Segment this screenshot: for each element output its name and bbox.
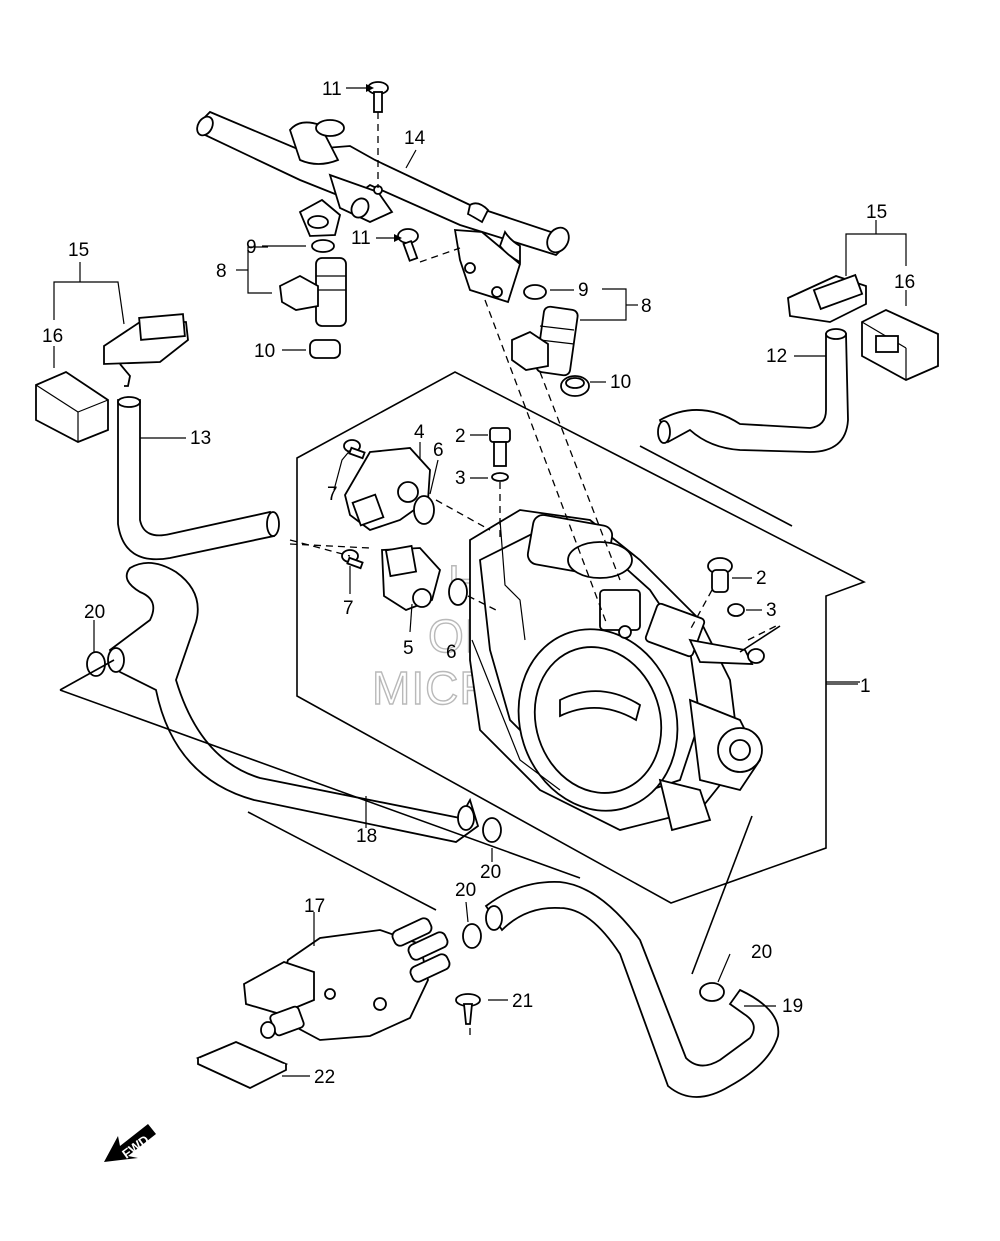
fuel-rail xyxy=(196,110,570,304)
callout-8-right: 8 xyxy=(641,296,652,317)
callout-2-lower: 2 xyxy=(756,568,767,589)
callout-18: 18 xyxy=(356,826,377,847)
callout-16-right: 16 xyxy=(894,272,915,293)
callout-labels: 1 2 2 3 3 4 5 6 6 7 7 8 8 9 9 10 10 11 1… xyxy=(42,79,915,1088)
hose-13 xyxy=(117,396,280,561)
throttle-position-sensor xyxy=(344,447,431,532)
callout-15-left: 15 xyxy=(68,240,89,261)
callout-2-upper: 2 xyxy=(455,426,466,447)
hose-18 xyxy=(107,562,480,843)
screw-21 xyxy=(455,993,481,1025)
hose-19 xyxy=(484,880,780,1098)
callout-15-right: 15 xyxy=(866,202,887,223)
forward-direction-arrow: FWD xyxy=(104,1124,156,1162)
callout-17: 17 xyxy=(304,896,325,917)
callout-14: 14 xyxy=(404,128,426,149)
callout-22: 22 xyxy=(314,1067,335,1088)
callout-3-lower: 3 xyxy=(766,600,777,621)
callout-9-left: 9 xyxy=(246,237,257,258)
callout-20-lower: 20 xyxy=(455,880,476,901)
callout-13: 13 xyxy=(190,428,211,449)
o-rings xyxy=(311,239,547,300)
label-sticker xyxy=(195,1041,289,1089)
callout-20-middle: 20 xyxy=(480,862,501,883)
leader-lines xyxy=(53,84,907,1077)
callout-6-upper: 6 xyxy=(433,440,444,461)
sensor-o-rings xyxy=(413,495,468,606)
screw-11-mid xyxy=(397,228,419,262)
callout-16-left: 16 xyxy=(42,326,63,347)
callout-6-lower: 6 xyxy=(446,642,457,663)
callout-7-upper: 7 xyxy=(327,484,338,505)
cap-left xyxy=(35,370,109,443)
coupler-right xyxy=(787,273,867,323)
fast-idle-valve xyxy=(243,917,451,1041)
callout-5: 5 xyxy=(403,638,414,659)
callout-11-top: 11 xyxy=(322,79,342,100)
callout-4: 4 xyxy=(414,422,425,443)
air-screw-lower xyxy=(707,557,745,617)
callout-8-left: 8 xyxy=(216,261,227,282)
throttle-body xyxy=(469,509,765,832)
fuel-injector-right xyxy=(511,305,590,397)
callout-9-right: 9 xyxy=(578,280,589,301)
hose-12 xyxy=(657,328,849,453)
assembly-frame xyxy=(296,371,866,904)
callout-20-left: 20 xyxy=(84,602,105,623)
callout-20-right: 20 xyxy=(751,942,772,963)
callout-21: 21 xyxy=(512,991,533,1012)
callout-19: 19 xyxy=(782,996,803,1017)
callout-10-right: 10 xyxy=(610,372,631,393)
callout-10-left: 10 xyxy=(254,341,275,362)
clamps-20 xyxy=(86,651,725,1002)
callout-7-lower: 7 xyxy=(343,598,354,619)
callout-3-upper: 3 xyxy=(455,468,466,489)
idle-speed-sensor xyxy=(381,544,441,612)
coupler-left xyxy=(103,313,189,387)
callout-11-mid: 11 xyxy=(351,228,371,249)
fuel-injector-left xyxy=(279,257,347,359)
cap-right xyxy=(861,309,939,382)
air-screw-upper xyxy=(489,427,511,482)
callout-1: 1 xyxy=(860,676,871,697)
callout-12: 12 xyxy=(766,346,787,367)
